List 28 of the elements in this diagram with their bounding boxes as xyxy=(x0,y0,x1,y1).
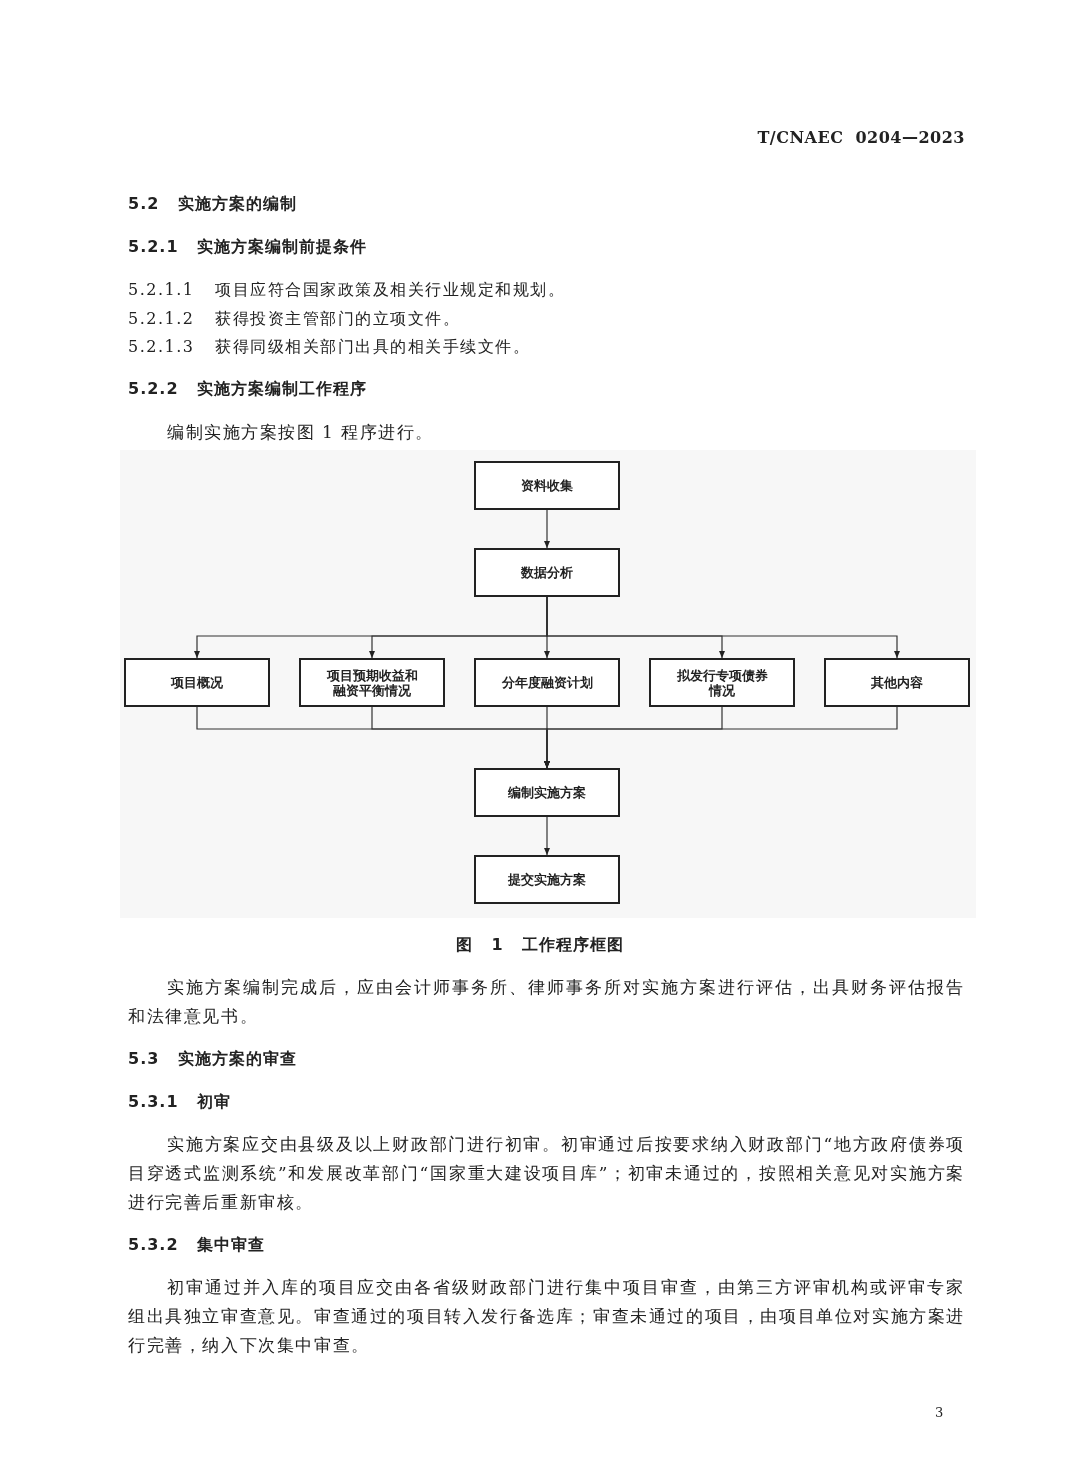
process-box: 项目概况 xyxy=(124,658,270,707)
process-box: 项目预期收益和融资平衡情况 xyxy=(299,658,445,707)
paragraph: 实施方案应交由县级及以上财政部门进行初审。初审通过后按要求纳入财政部门“地方政府债券项目穿透式监测系统”和发展改革部门“国家重大建设项目库”；初审未通过的，按照相关意见对实施方案进行完善后重新审核。 xyxy=(128,1133,965,1214)
clause-text: 5.2.1.2 获得投资主管部门的立项文件。 xyxy=(128,309,461,330)
figure-caption: 图 1 工作程序框图 xyxy=(454,935,626,956)
page-number: 3 xyxy=(935,1405,944,1420)
standard-number: T/CNAEC 0204—2023 xyxy=(757,128,965,147)
paragraph: 初审通过并入库的项目应交由各省级财政部门进行集中项目审查，由第三方评审机构或评审专家组出具独立审查意见。审查通过的项目转入发行备选库；审查未通过的项目，由项目单位对实施方案进行完善，纳入下次集中审查。 xyxy=(128,1276,965,1357)
process-box: 资料收集 xyxy=(474,461,620,510)
process-box: 其他内容 xyxy=(824,658,970,707)
process-box: 数据分析 xyxy=(474,548,620,597)
section-heading: 5.2 实施方案的编制 xyxy=(128,194,297,215)
section-heading: 5.3.1 初审 xyxy=(128,1092,232,1113)
process-box: 拟发行专项债券情况 xyxy=(649,658,795,707)
process-box: 编制实施方案 xyxy=(474,768,620,817)
body-text: 编制实施方案按图 1 程序进行。 xyxy=(167,421,434,444)
section-heading: 5.2.1 实施方案编制前提条件 xyxy=(128,237,368,258)
clause-text: 5.2.1.1 项目应符合国家政策及相关行业规定和规划。 xyxy=(128,280,566,301)
clause-text: 5.2.1.3 获得同级相关部门出具的相关手续文件。 xyxy=(128,337,531,358)
arrow xyxy=(544,509,550,549)
section-heading: 5.2.2 实施方案编制工作程序 xyxy=(128,379,368,400)
section-heading: 5.3.2 集中审查 xyxy=(128,1235,266,1256)
paragraph: 实施方案编制完成后，应由会计师事务所、律师事务所对实施方案进行评估，出具财务评估报告和法律意见书。 xyxy=(128,976,965,1028)
section-heading: 5.3 实施方案的审查 xyxy=(128,1049,297,1070)
arrow xyxy=(544,706,898,769)
process-box: 分年度融资计划 xyxy=(474,658,620,707)
process-box: 提交实施方案 xyxy=(474,855,620,904)
arrow xyxy=(544,816,550,856)
